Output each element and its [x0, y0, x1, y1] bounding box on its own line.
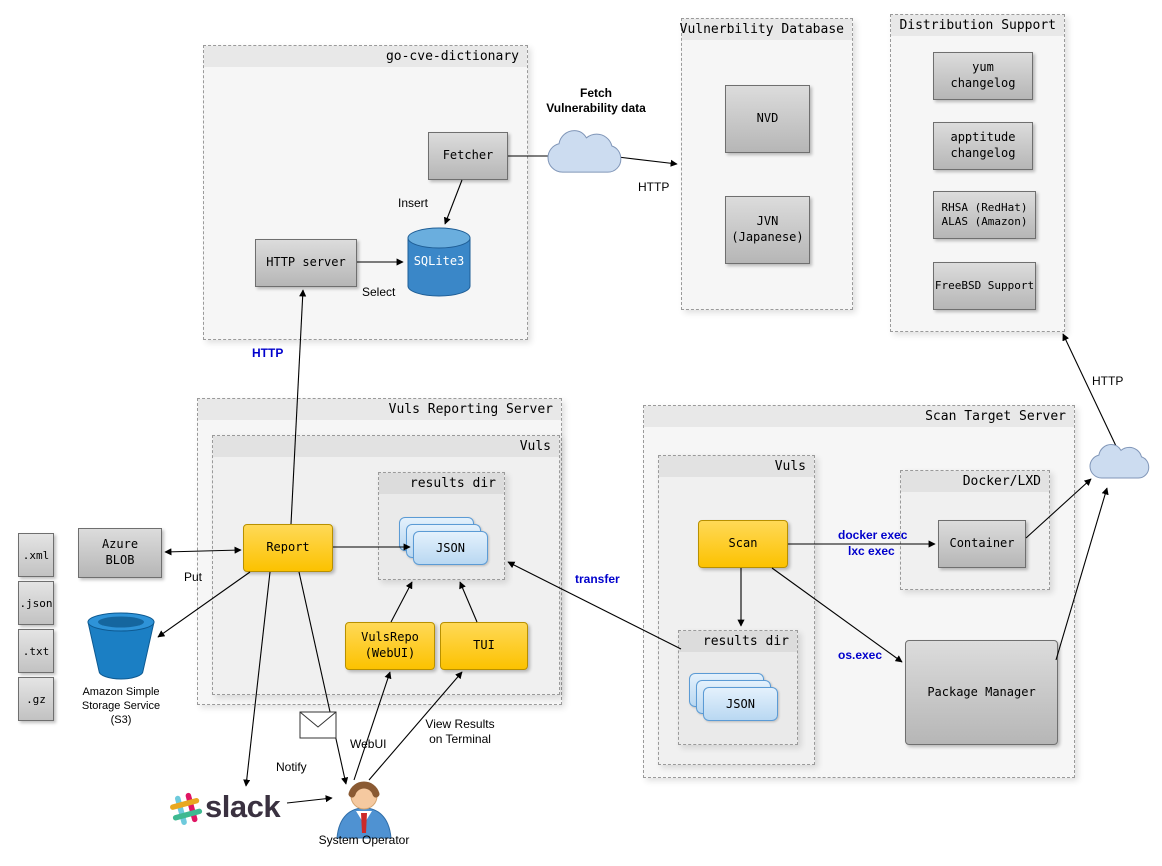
- node-tui: TUI: [440, 622, 528, 670]
- label-put: Put: [184, 570, 203, 584]
- group-reporting-results-dir-title: results dir: [379, 473, 504, 494]
- group-scan-vuls-title: Vuls: [659, 456, 814, 477]
- node-package-manager: Package Manager: [905, 640, 1058, 745]
- label-os-exec: os.exec: [838, 648, 883, 662]
- group-docker-lxd-title: Docker/LXD: [901, 471, 1049, 492]
- node-azure-blob: Azure BLOB: [78, 528, 162, 578]
- s3-bucket-icon: [87, 612, 155, 680]
- group-vulnerability-database: Vulnerbility Database: [680, 18, 853, 310]
- label-webui: WebUI: [350, 737, 387, 751]
- label-docker-exec: docker exec: [838, 528, 908, 542]
- node-vulsrepo: VulsRepo (WebUI): [345, 622, 435, 670]
- edge-slack-operator: [286, 795, 333, 804]
- sqlite3-label: SQLite3: [413, 254, 465, 268]
- internet-cloud-top: [548, 131, 621, 173]
- group-go-cve-dictionary-title: go-cve-dictionary: [204, 46, 527, 67]
- label-http-fetch: HTTP: [638, 180, 670, 194]
- notify-envelope-icon: [299, 711, 337, 739]
- node-nvd: NVD: [725, 85, 810, 153]
- node-rhsa-alas: RHSA (RedHat) ALAS (Amazon): [933, 191, 1036, 239]
- slack-wordmark: slack: [205, 789, 281, 824]
- edge-cloud-to-vulndb: [617, 156, 678, 167]
- label-fetch-vulnerability-data: Fetch Vulnerability data: [546, 86, 646, 115]
- group-scan-results-dir-title: results dir: [679, 631, 797, 652]
- label-lxc-exec: lxc exec: [848, 544, 895, 558]
- label-transfer: transfer: [575, 572, 620, 586]
- caption-system-operator: System Operator: [318, 833, 410, 847]
- label-select: Select: [362, 285, 396, 299]
- node-apptitude-changelog: apptitude changelog: [933, 122, 1033, 170]
- group-vuls-reporting-server-title: Vuls Reporting Server: [198, 399, 561, 420]
- label-view-results: View Results on Terminal: [425, 717, 495, 746]
- file-icon-xml: .xml: [18, 533, 54, 577]
- node-fetcher: Fetcher: [428, 132, 508, 180]
- group-reporting-vuls-title: Vuls: [213, 436, 559, 457]
- label-notify: Notify: [276, 760, 307, 774]
- node-http-server: HTTP server: [255, 239, 357, 287]
- label-http-report: HTTP: [252, 346, 284, 360]
- json-file-scan: JSON: [703, 687, 778, 721]
- group-go-cve-dictionary: go-cve-dictionary: [203, 45, 528, 340]
- json-file-reporting: JSON: [413, 531, 488, 565]
- file-icon-json: .json: [18, 581, 54, 625]
- internet-cloud-right: [1090, 445, 1149, 479]
- node-container: Container: [938, 520, 1026, 568]
- file-icon-txt: .txt: [18, 629, 54, 673]
- group-distribution-support-title: Distribution Support: [891, 15, 1064, 36]
- caption-s3: Amazon Simple Storage Service (S3): [81, 686, 161, 726]
- node-yum-changelog: yum changelog: [933, 52, 1033, 100]
- slack-hash-icon: [170, 792, 203, 825]
- group-vulnerability-database-title: Vulnerbility Database: [680, 19, 852, 40]
- group-scan-target-server-title: Scan Target Server: [644, 406, 1074, 427]
- system-operator-icon: [336, 781, 392, 839]
- node-scan: Scan: [698, 520, 788, 568]
- label-insert: Insert: [398, 196, 429, 210]
- file-icon-gz: .gz: [18, 677, 54, 721]
- label-http-distribution: HTTP: [1092, 374, 1124, 388]
- node-report: Report: [243, 524, 333, 572]
- node-freebsd-support: FreeBSD Support: [933, 262, 1036, 310]
- node-jvn: JVN (Japanese): [725, 196, 810, 264]
